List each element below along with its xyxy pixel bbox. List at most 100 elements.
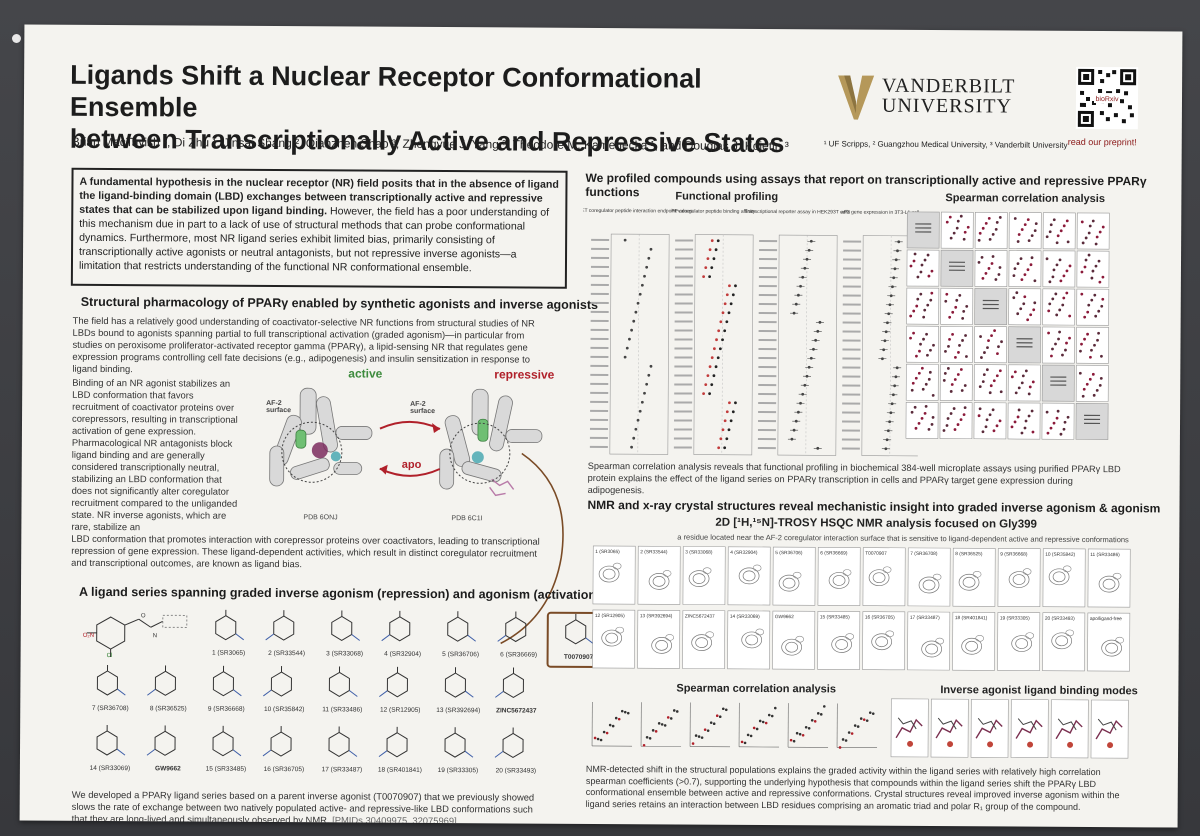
benzene-ring-icon	[146, 725, 176, 756]
nmr-spearman-scatter-plots	[591, 701, 878, 749]
nmr-panel-label: 17 (SR33487)	[910, 615, 940, 621]
nmr-spectrum-panel: 4 (SR32904)	[727, 546, 771, 606]
correlation-cell	[1076, 288, 1110, 326]
compound-label: ZINC5672437	[495, 707, 537, 715]
correlation-cell	[1008, 326, 1041, 364]
correlation-cell	[905, 363, 939, 401]
assay-plot: aP2 gene expression in 3T3-L1 cells	[841, 209, 920, 457]
nmr-spectrum-panel: 13 (SR392694)	[637, 609, 681, 669]
nmr-panel-label: 11 (SR33486)	[1090, 552, 1120, 558]
repressive-structure	[439, 388, 543, 497]
university-line-1: VANDERBILT	[882, 74, 1016, 98]
nmr-panel-label: ZINC5672437	[685, 614, 715, 620]
correlation-cell	[1075, 403, 1109, 440]
correlation-cell	[939, 364, 973, 401]
university-line-2: UNIVERSITY	[881, 94, 1013, 118]
nmr-panel-label: 9 (SR36668)	[1000, 551, 1028, 557]
nmr-correlation-scatter	[689, 702, 731, 748]
compound-structure: 3 (SR33068)	[315, 610, 369, 662]
benzene-ring-icon	[147, 665, 176, 696]
benzene-ring-icon	[565, 613, 594, 645]
nmr-panel-label: apo/ligand-free	[1090, 616, 1122, 622]
assay-title: Transcriptional reporter assay in HEK293…	[744, 209, 850, 216]
nmr-panel-label: 13 (SR392694)	[640, 613, 673, 619]
nmr-correlation-scatter	[738, 702, 780, 748]
correlation-cell	[1008, 288, 1042, 326]
compound-label: 17 (SR33487)	[321, 766, 363, 774]
qr-caption[interactable]: read our preprint!	[1067, 136, 1137, 148]
nmr-spectrum-panel: apo/ligand-free	[1087, 612, 1131, 672]
correlation-cell	[940, 249, 974, 287]
title-line-1: Ligands Shift a Nuclear Receptor Conform…	[69, 59, 702, 123]
repressive-label: repressive	[494, 367, 555, 382]
assay-title: TR-FRET coregulator peptide interaction …	[582, 208, 693, 215]
nmr-panel-label: 7 (SR36708)	[910, 551, 938, 557]
university-name: VANDERBILT UNIVERSITY	[881, 74, 1016, 118]
svg-text:Cl: Cl	[107, 653, 113, 659]
nmr-panel-label: 6 (SR36669)	[820, 550, 848, 556]
nmr-spectrum-panel: ZINC5672437	[682, 610, 726, 670]
benzene-ring-icon	[447, 611, 476, 642]
benzene-ring-icon	[263, 666, 292, 697]
binding-mode-structure	[890, 698, 929, 758]
nmr-correlation-scatter	[640, 702, 682, 747]
correlation-cell	[939, 402, 973, 440]
correlation-cell	[1007, 402, 1041, 440]
benzene-ring-icon	[212, 725, 242, 757]
nmr-panel-label: 4 (SR32904)	[730, 550, 758, 556]
active-structure	[269, 387, 373, 487]
correlation-cell	[1075, 364, 1109, 402]
nmr-spectrum-panel: 20 (SR33493)	[1042, 612, 1086, 672]
nmr-panel-label: 1 (SR3065)	[595, 549, 620, 555]
binding-mode-structure	[1010, 699, 1049, 759]
qr-code[interactable]: bioRxiv	[1075, 66, 1139, 130]
compound-label: 10 (SR35842)	[263, 705, 305, 714]
compound-label: 15 (SR33485)	[205, 765, 247, 773]
compound-structure: 7 (SR36708)	[80, 664, 134, 717]
section-nmr-heading: NMR and x-ray crystal structures reveal …	[587, 497, 1161, 516]
correlation-cell	[1042, 212, 1076, 250]
nmr-spectrum-panel: 16 (SR36705)	[862, 611, 906, 671]
compound-structure: GW9662	[138, 725, 192, 777]
nmr-spectrum-panel: 8 (SR36525)	[952, 547, 996, 607]
benzene-ring-icon	[212, 665, 242, 697]
correlation-cell	[974, 288, 1008, 326]
compound-structure: 2 (SR33544)	[257, 610, 311, 662]
nmr-spectrum-panel: 15 (SR33485)	[817, 611, 861, 670]
compound-structure: 15 (SR33485)	[196, 725, 250, 778]
compound-structure: 10 (SR35842)	[254, 666, 308, 718]
compound-structure: 17 (SR33487)	[312, 726, 366, 778]
nmr-panel-label: 19 (SR33305)	[1000, 615, 1030, 621]
correlation-cell	[906, 287, 940, 325]
functional-profiling-plots: TR-FRET coregulator peptide interaction …	[582, 208, 920, 457]
correlation-cell	[940, 211, 974, 249]
benzene-ring-icon	[328, 726, 358, 757]
intro-box: A fundamental hypothesis in the nuclear …	[70, 167, 568, 289]
correlation-cell	[1076, 212, 1110, 250]
binding-mode-structure	[1090, 699, 1129, 759]
compound-structure: 13 (SR392694)	[428, 667, 482, 719]
active-repressive-structure-figure	[269, 387, 543, 497]
nmr-panel-label: 8 (SR36525)	[955, 551, 983, 557]
compound-label: 6 (SR36669)	[500, 651, 538, 659]
active-label: active	[348, 366, 383, 381]
nmr-spectrum-panel: 5 (SR36706)	[772, 546, 816, 606]
correlation-cell	[905, 401, 939, 439]
qr-code-icon: bioRxiv	[1077, 68, 1137, 128]
nmr-correlation-scatter	[787, 703, 829, 748]
nmr-spectrum-panel: 9 (SR36668)	[997, 548, 1041, 607]
benzene-ring-icon	[331, 610, 360, 642]
nmr-spectrum-panel: 17 (SR33487)	[907, 611, 951, 671]
compound-label: 3 (SR33068)	[326, 650, 364, 658]
compound-label: 18 (SR401841)	[377, 766, 422, 774]
compound-structure: 16 (SR36705)	[254, 726, 308, 778]
compound-label: 9 (SR36668)	[207, 705, 245, 713]
compound-structure: 5 (SR36706)	[431, 611, 485, 663]
nmr-panel-label: T0070907	[865, 551, 887, 557]
push-pin-top-left	[12, 34, 21, 43]
compound-label: 14 (SR33069)	[89, 764, 131, 773]
af2-surface-label-repressive: AF-2 surface	[410, 400, 436, 415]
benzene-ring-icon	[262, 726, 292, 757]
nmr-spectrum-panel: 2 (SR33544)	[637, 545, 681, 605]
compound-label: 12 (SR12905)	[379, 706, 421, 714]
